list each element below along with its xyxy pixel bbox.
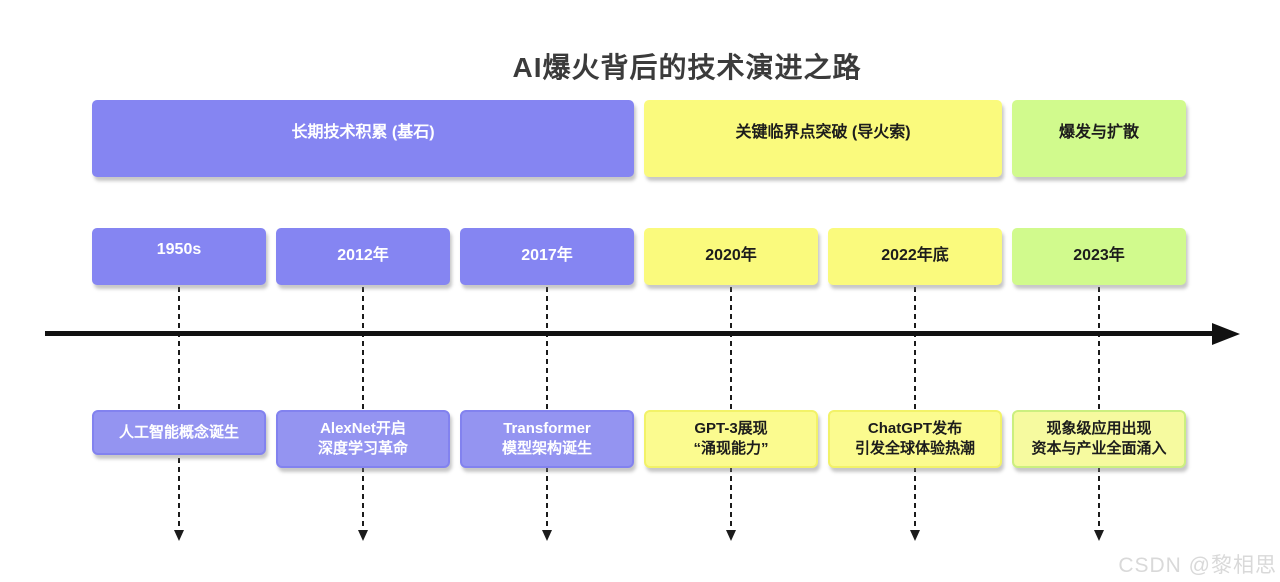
milestone-box-apps: 现象级应用出现 资本与产业全面涌入: [1012, 410, 1186, 468]
year-box-2022: 2022年底: [828, 228, 1002, 285]
watermark: CSDN @黎相思: [1118, 554, 1277, 577]
milestone-line1: 人工智能概念诞生: [118, 423, 239, 441]
dotted-connector-line: [730, 287, 732, 531]
year-label: 2012年: [337, 247, 389, 264]
milestone-line1: AlexNet开启: [320, 420, 406, 437]
milestone-line2: “涌现能力”: [693, 440, 769, 457]
phase-header-explosion: 爆发与扩散: [1012, 100, 1186, 177]
milestone-box-alexnet: AlexNet开启 深度学习革命: [276, 410, 450, 468]
phase-header-accumulation: 长期技术积累 (基石): [92, 100, 634, 177]
milestone-box-transformer: Transformer 模型架构诞生: [460, 410, 634, 468]
timeline-axis-arrowhead-icon: [1212, 323, 1240, 345]
year-box-2020: 2020年: [644, 228, 818, 285]
page-title: AI爆火背后的技术演进之路: [512, 52, 862, 83]
milestone-line2: 深度学习革命: [317, 440, 408, 457]
phase-header-breakthrough: 关键临界点突破 (导火索): [644, 100, 1002, 177]
milestone-line1: Transformer: [503, 420, 591, 437]
down-arrowhead-icon: [910, 530, 920, 541]
year-label: 2017年: [521, 247, 573, 264]
dotted-connector-line: [914, 287, 916, 531]
milestone-box-gpt3: GPT-3展现 “涌现能力”: [644, 410, 818, 468]
year-label: 2023年: [1073, 247, 1125, 264]
dotted-connector-line: [178, 287, 180, 531]
milestone-line2: 模型架构诞生: [501, 440, 592, 457]
milestone-box-ai-concept: 人工智能概念诞生: [92, 410, 266, 455]
year-label: 1950s: [156, 241, 202, 258]
down-arrowhead-icon: [726, 530, 736, 541]
year-box-2012: 2012年: [276, 228, 450, 285]
dotted-connector-line: [546, 287, 548, 531]
year-box-2023: 2023年: [1012, 228, 1186, 285]
phase-header-label: 长期技术积累 (基石): [291, 124, 435, 141]
milestone-line1: ChatGPT发布: [867, 420, 963, 437]
year-label: 2020年: [705, 247, 757, 264]
down-arrowhead-icon: [542, 530, 552, 541]
milestone-line2: 引发全球体验热潮: [854, 440, 975, 457]
milestone-box-chatgpt: ChatGPT发布 引发全球体验热潮: [828, 410, 1002, 468]
year-box-1950s: 1950s: [92, 228, 266, 285]
timeline-axis: [45, 331, 1215, 336]
phase-header-label: 关键临界点突破 (导火索): [735, 124, 911, 141]
year-label: 2022年底: [881, 247, 949, 264]
phase-header-label: 爆发与扩散: [1058, 124, 1139, 141]
dotted-connector-line: [1098, 287, 1100, 531]
dotted-connector-line: [362, 287, 364, 531]
year-box-2017: 2017年: [460, 228, 634, 285]
milestone-line1: GPT-3展现: [694, 420, 768, 437]
milestone-line1: 现象级应用出现: [1046, 420, 1152, 437]
milestone-line2: 资本与产业全面涌入: [1031, 440, 1167, 457]
down-arrowhead-icon: [174, 530, 184, 541]
down-arrowhead-icon: [358, 530, 368, 541]
down-arrowhead-icon: [1094, 530, 1104, 541]
